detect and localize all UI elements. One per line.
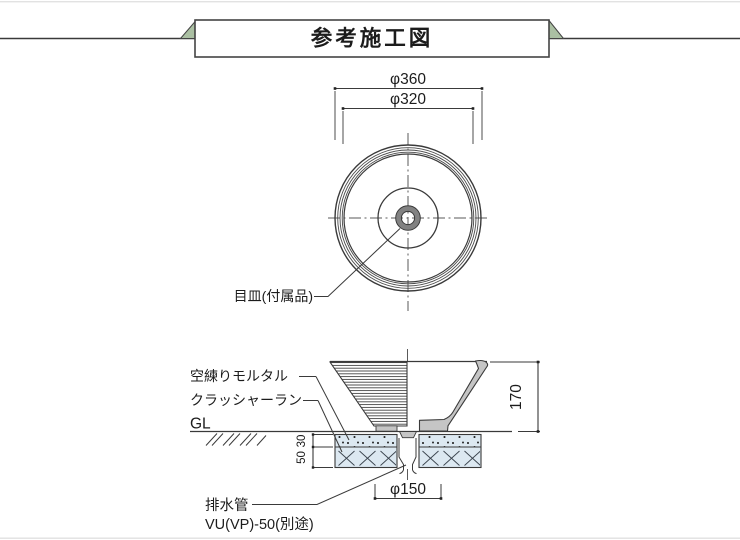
drain-label-line1: 排水管	[205, 497, 249, 514]
section-view: 170 30 50 φ150 空練りモルタル	[190, 349, 540, 533]
dim-phi150-label: φ150	[390, 481, 426, 498]
crusher-label: クラッシャーラン	[190, 392, 302, 408]
ribbon-fold-left	[179, 19, 197, 39]
drain-leader-line	[252, 464, 407, 505]
mortar-strip	[420, 435, 480, 447]
dim-phi320-label: φ320	[390, 91, 426, 108]
mortar-label: 空練りモルタル	[190, 368, 288, 384]
dim-phi320: φ320	[341, 91, 475, 144]
title-box	[194, 19, 550, 58]
dim-170-label: 170	[508, 384, 525, 410]
page-bottom-rule	[0, 537, 740, 539]
mortar-leader-line	[315, 376, 350, 441]
bedding-boxes	[334, 433, 482, 469]
material-labels: 空練りモルタル クラッシャーラン GL	[190, 368, 350, 453]
basin-elevation-half	[328, 361, 408, 427]
basin-rim-circles	[334, 144, 482, 292]
crusher-leader-line	[317, 400, 343, 453]
soil-hatch	[205, 433, 267, 446]
basin-section-wall	[418, 359, 489, 432]
drain-spigot	[398, 431, 418, 439]
basin-foot-left	[375, 425, 398, 432]
dim-170: 170	[490, 360, 540, 433]
basin-inner-circle	[377, 187, 439, 249]
page-title: 参考施工図	[311, 26, 434, 51]
ribbon-fold-right	[548, 19, 565, 39]
dim-phi150: φ150	[373, 481, 443, 500]
strainer-label: 目皿(付属品)	[234, 288, 313, 304]
dim-50-label: 50	[296, 451, 308, 464]
mortar-strip	[336, 435, 396, 447]
gl-label: GL	[190, 416, 211, 433]
drain-label-line2: VU(VP)-50(別途)	[205, 516, 314, 533]
crusher-run-strip	[420, 447, 480, 467]
plan-view: φ360 φ320 目皿(付属品)	[234, 71, 488, 311]
dim-30-50: 30 50	[296, 433, 333, 469]
strainer-leader-line	[314, 228, 401, 297]
dim-phi360-label: φ360	[390, 71, 426, 88]
title-banner: 参考施工図	[0, 19, 740, 58]
dim-phi360: φ360	[333, 71, 484, 140]
page-top-rule	[0, 1, 740, 3]
drain-strainer	[395, 205, 421, 231]
drain-pipe-label-group: 排水管 VU(VP)-50(別途)	[205, 464, 407, 533]
drain-pipe	[398, 438, 417, 475]
crusher-run-strip	[336, 447, 396, 467]
dim-30-label: 30	[296, 435, 308, 448]
